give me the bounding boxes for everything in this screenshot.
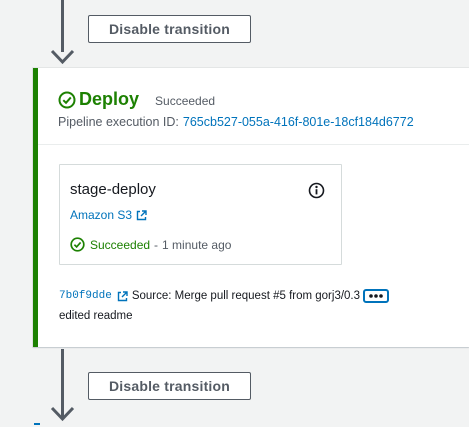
action-status-time: 1 minute ago [162, 237, 232, 252]
disable-transition-button-bottom[interactable]: Disable transition [88, 372, 251, 400]
stage-divider [38, 144, 469, 145]
stage-status: Succeeded [155, 93, 216, 108]
check-circle-icon [58, 91, 76, 108]
action-provider-label: Amazon S3 [70, 208, 133, 222]
external-link-icon [136, 209, 147, 220]
transition-arrow-line-top [61, 0, 64, 52]
execution-id-label: Pipeline execution ID: [58, 115, 179, 129]
action-provider-link[interactable]: Amazon S3 [70, 208, 147, 222]
stage-header: Deploy Succeeded [58, 89, 215, 110]
info-icon[interactable] [308, 182, 325, 199]
status-separator: - [154, 237, 159, 252]
more-details-button[interactable] [363, 289, 390, 303]
disable-transition-button-top[interactable]: Disable transition [88, 15, 251, 43]
action-status-row: Succeeded - 1 minute ago [70, 237, 231, 252]
commit-source-text: Source: Merge pull request #5 from gorj3… [131, 290, 361, 302]
arrow-down-icon [50, 49, 75, 65]
external-link-icon[interactable] [117, 290, 128, 302]
arrow-down-icon [50, 406, 75, 422]
commit-id-link[interactable]: 7b0f9dde [59, 290, 112, 302]
action-status-text: Succeeded [90, 237, 151, 252]
commit-message: edited readme [59, 310, 133, 322]
check-circle-icon [70, 237, 85, 252]
execution-id-row: Pipeline execution ID:765cb527-055a-416f… [58, 115, 414, 129]
stage-title: Deploy [79, 89, 140, 109]
ellipsis-icon [369, 294, 383, 298]
action-card-stage-deploy: stage-deploy Amazon S3 Succeeded - 1 min… [59, 164, 342, 265]
action-name: stage-deploy [70, 181, 156, 198]
transition-arrow-line-bottom [61, 349, 64, 419]
stage-card-deploy: Deploy Succeeded Pipeline execution ID:7… [33, 68, 469, 347]
next-stage-border-fragment [34, 423, 40, 425]
execution-id-link[interactable]: 765cb527-055a-416f-801e-18cf184d6772 [182, 115, 414, 129]
commit-row: 7b0f9dde Source: Merge pull request #5 f… [59, 289, 390, 303]
